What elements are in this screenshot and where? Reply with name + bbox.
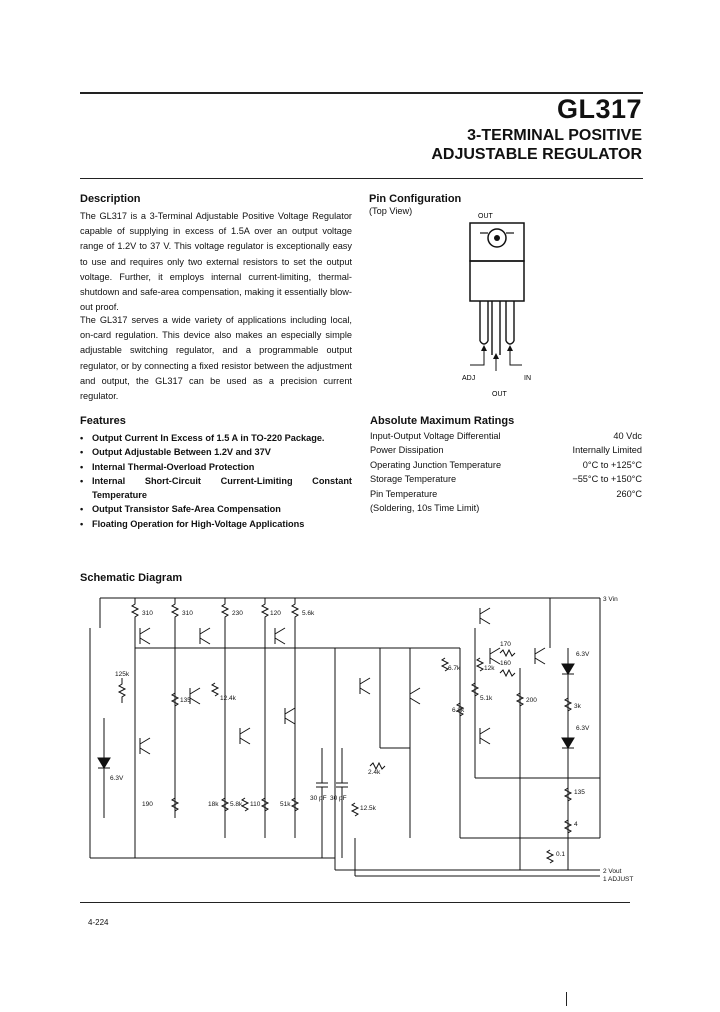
title-line-1: 3-TERMINAL POSITIVE xyxy=(467,127,642,144)
label-vout: 2 Vout xyxy=(603,868,622,875)
label-230: 230 xyxy=(232,610,243,617)
feature-item: Internal Thermal-Overload Protection xyxy=(80,460,352,475)
label-vin: 3 Vin xyxy=(603,596,618,603)
rating-label: Input-Output Voltage Differential xyxy=(370,431,501,441)
schematic-heading: Schematic Diagram xyxy=(80,572,183,584)
feature-item: Floating Operation for High-Voltage Appl… xyxy=(80,517,352,532)
pin-label-in: IN xyxy=(524,375,531,382)
label-5-8k: 5.8k xyxy=(230,801,243,808)
title-line-2: ADJUSTABLE REGULATOR xyxy=(431,146,642,163)
label-135b: 135 xyxy=(574,789,585,796)
label-170: 170 xyxy=(500,641,511,648)
rating-label: (Soldering, 10s Time Limit) xyxy=(370,503,480,514)
description-heading: Description xyxy=(80,193,141,205)
rating-value: −55°C to +150°C xyxy=(572,474,642,485)
label-18k: 18k xyxy=(208,801,219,808)
label-135: 135 xyxy=(180,697,191,704)
label-310b: 310 xyxy=(182,610,193,617)
rating-label: Operating Junction Temperature xyxy=(370,459,502,470)
footer-rule xyxy=(80,902,630,903)
label-160: 160 xyxy=(500,660,511,667)
rating-label: Power Dissipation xyxy=(370,445,444,456)
description-para-2: The GL317 serves a wide variety of appli… xyxy=(80,315,352,402)
label-2-4k: 2.4k xyxy=(368,769,381,776)
ratings-row: (Soldering, 10s Time Limit) xyxy=(370,501,642,515)
features-list: Output Current In Excess of 1.5 A in TO-… xyxy=(80,431,352,531)
ratings-row: Storage Temperature −55°C to +150°C xyxy=(370,472,642,486)
header-rule xyxy=(80,92,643,94)
pin-label-adj: ADJ xyxy=(462,375,475,382)
label-zener-6-3v-c: 6.3V xyxy=(576,725,590,732)
rating-value: 40 Vdc xyxy=(613,431,642,441)
scan-mark xyxy=(566,992,567,1006)
label-200: 200 xyxy=(526,697,537,704)
label-0-1: 0.1 xyxy=(556,851,565,858)
ratings-heading: Absolute Maximum Ratings xyxy=(370,415,515,427)
pin-label-top-out: OUT xyxy=(478,213,494,220)
pin-label-out: OUT xyxy=(492,391,508,398)
part-number: GL317 xyxy=(556,94,642,124)
description-para-1: The GL317 is a 3-Terminal Adjustable Pos… xyxy=(80,211,352,313)
label-6-8k: 6.8k xyxy=(452,707,465,714)
feature-item: Output Transistor Safe-Area Compensation xyxy=(80,502,352,517)
label-120: 120 xyxy=(270,610,281,617)
label-5-6k: 5.6k xyxy=(302,610,315,617)
label-adjust: 1 ADJUST xyxy=(603,876,633,883)
label-5-1k: 5.1k xyxy=(480,695,493,702)
label-110: 110 xyxy=(250,801,261,808)
feature-item: Output Adjustable Between 1.2V and 37V xyxy=(80,445,352,460)
pin-config-heading: Pin Configuration xyxy=(369,193,462,205)
label-zener-6-3v-a: 6.3V xyxy=(110,775,124,782)
label-4: 4 xyxy=(574,821,578,828)
pin-configuration-drawing: OUT ADJ IN OUT xyxy=(462,213,531,398)
label-51k: 51k xyxy=(280,801,291,808)
ratings-row: Power Dissipation Internally Limited xyxy=(370,443,642,457)
ratings-row: Input-Output Voltage Differential 40 Vdc xyxy=(370,429,642,443)
schematic-diagram: 310 310 230 120 5.6k 170 160 6.7k 12k 20… xyxy=(89,596,633,883)
ratings-row: Operating Junction Temperature 0°C to +12… xyxy=(370,458,642,472)
label-12-5k: 12.5k xyxy=(360,805,377,812)
features-heading: Features xyxy=(80,415,126,427)
label-12k: 12k xyxy=(484,665,495,672)
label-310a: 310 xyxy=(142,610,153,617)
label-zener-6-3v-b: 6.3V xyxy=(576,651,590,658)
label-30pf-b: 30 pF xyxy=(330,795,347,802)
label-190: 190 xyxy=(142,801,153,808)
label-3k: 3k xyxy=(574,703,582,710)
label-6-7k: 6.7k xyxy=(448,665,461,672)
pin-config-subheading: (Top View) xyxy=(369,206,413,216)
feature-item: Output Current In Excess of 1.5 A in TO-… xyxy=(80,431,352,446)
label-12-4k: 12.4k xyxy=(220,695,237,702)
label-125k: 125k xyxy=(115,671,130,678)
rating-value: 260°C xyxy=(616,488,642,499)
rating-value: 0°C to +125°C xyxy=(582,459,642,470)
rating-label: Pin Temperature xyxy=(370,488,438,499)
header-rule-bottom xyxy=(80,178,643,179)
feature-item: Internal Short-Circuit Current-Limiting … xyxy=(80,474,352,503)
rating-label: Storage Temperature xyxy=(370,474,457,485)
page-number: 4-224 xyxy=(88,918,109,927)
ratings-row: Pin Temperature 260°C xyxy=(370,487,642,501)
rating-value: Internally Limited xyxy=(572,445,642,456)
label-30pf-a: 30 pF xyxy=(310,795,327,802)
